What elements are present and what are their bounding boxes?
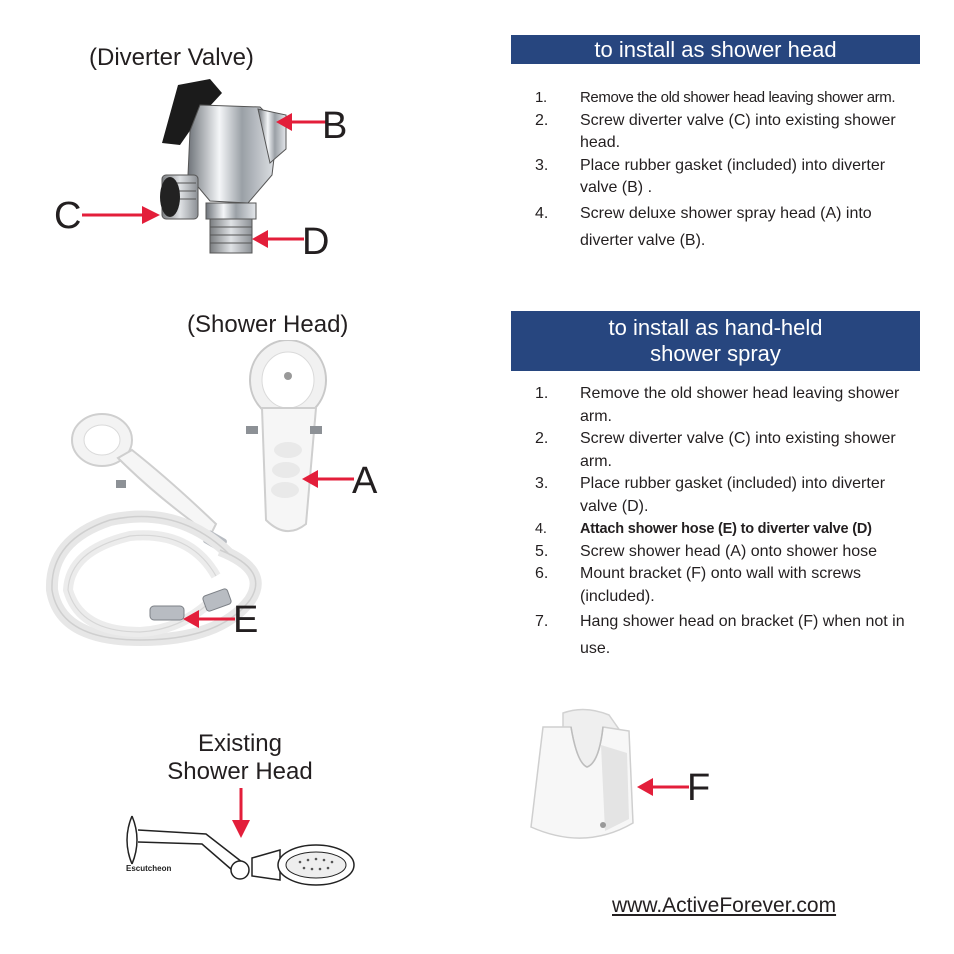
- section1-steps: 1. Remove the old shower head leaving sh…: [535, 87, 925, 254]
- callout-f-label: F: [687, 767, 711, 809]
- step-number: 2.: [535, 430, 549, 447]
- step-text: Remove the old shower head leaving showe…: [580, 89, 896, 106]
- callout-e-label: E: [233, 599, 259, 641]
- escutcheon-label: Escutcheon: [126, 864, 172, 873]
- callout-f-arrow: [637, 778, 689, 796]
- shower-head-image: [45, 340, 327, 647]
- step-text: Screw deluxe shower spray head (A) into …: [580, 204, 872, 249]
- list-item: 2. Screw diverter valve (C) into existin…: [535, 428, 925, 473]
- step-text: Attach shower hose (E) to diverter valve…: [580, 521, 872, 537]
- step-number: 5.: [535, 542, 549, 560]
- step-number: 2.: [535, 111, 549, 129]
- existing-caption-arrow: [232, 788, 250, 838]
- step-number: 3.: [535, 475, 549, 492]
- list-item: 3. Place rubber gasket (included) into d…: [535, 155, 925, 200]
- list-item: 4. Screw deluxe shower spray head (A) in…: [535, 200, 925, 254]
- existing-caption-line1: Existing: [197, 730, 283, 757]
- step-text: Mount bracket (F) onto wall with screws …: [580, 565, 861, 605]
- list-item: 3. Place rubber gasket (included) into d…: [535, 473, 925, 518]
- section2-steps: 1. Remove the old shower head leaving sh…: [535, 383, 925, 662]
- step-text: Screw shower head (A) onto shower hose: [580, 542, 878, 560]
- website-link[interactable]: www.ActiveForever.com: [612, 894, 837, 917]
- section1-banner: to install as shower head: [511, 35, 920, 64]
- section1-title: to install as shower head: [594, 37, 837, 62]
- callout-b-arrow: [276, 113, 326, 131]
- shower-head-caption: (Shower Head): [187, 311, 349, 338]
- step-text: Hang shower head on bracket (F) when not…: [580, 613, 905, 657]
- callout-b-label: B: [322, 105, 348, 147]
- step-text: Screw diverter valve (C) into existing s…: [580, 111, 896, 152]
- callout-c-label: C: [54, 195, 82, 237]
- list-item: 4. Attach shower hose (E) to diverter va…: [535, 518, 925, 541]
- callout-e-arrow: [183, 610, 235, 628]
- existing-shower-head-caption: Existing Shower Head: [140, 730, 340, 786]
- callout-d-label: D: [302, 221, 330, 263]
- step-number: 4.: [535, 521, 547, 537]
- list-item: 1. Remove the old shower head leaving sh…: [535, 383, 925, 428]
- list-item: 7. Hang shower head on bracket (F) when …: [535, 608, 925, 662]
- list-item: 5. Screw shower head (A) onto shower hos…: [535, 541, 925, 564]
- callout-a-label: A: [352, 460, 378, 502]
- callout-d-arrow: [252, 230, 304, 248]
- step-text: Screw diverter valve (C) into existing s…: [580, 430, 896, 470]
- step-number: 3.: [535, 156, 549, 174]
- step-text: Place rubber gasket (included) into dive…: [580, 156, 886, 197]
- diverter-valve-image: [160, 79, 287, 254]
- callout-c-arrow: [82, 206, 160, 224]
- step-text: Place rubber gasket (included) into dive…: [580, 475, 886, 515]
- existing-shower-head-drawing: [126, 815, 355, 886]
- list-item: 2. Screw diverter valve (C) into existin…: [535, 110, 925, 155]
- list-item: 6. Mount bracket (F) onto wall with scre…: [535, 563, 925, 608]
- step-number: 6.: [535, 565, 549, 582]
- list-item: 1. Remove the old shower head leaving sh…: [535, 87, 925, 110]
- step-text: Remove the old shower head leaving showe…: [580, 385, 900, 425]
- step-number: 1.: [535, 385, 549, 402]
- callout-a-arrow: [302, 470, 354, 488]
- bracket-image: [530, 708, 634, 839]
- section2-title-line1: to install as hand-held: [608, 315, 823, 340]
- step-number: 4.: [535, 204, 549, 222]
- existing-caption-line2: Shower Head: [167, 758, 313, 785]
- diverter-valve-caption: (Diverter Valve): [89, 44, 254, 71]
- step-number: 1.: [535, 89, 547, 106]
- section2-banner: to install as hand-held shower spray: [511, 311, 920, 371]
- section2-title-line2: shower spray: [650, 341, 781, 366]
- step-number: 7.: [535, 613, 549, 630]
